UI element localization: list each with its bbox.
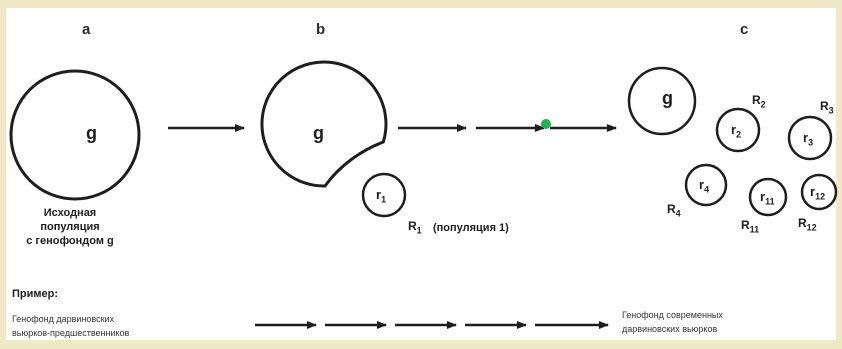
panel-label-b: b <box>316 21 326 38</box>
example-right-line-1: Генофонд современных <box>622 310 723 320</box>
gene-pool-label-a: g <box>86 123 97 143</box>
gene-pool-g-circle <box>627 66 697 136</box>
example-left-text: Генофонд дарвиновских вьюрков-предшестве… <box>12 312 129 340</box>
population-1-outer-label: R1 <box>408 219 422 236</box>
gene-pool-label-b: g <box>313 123 324 143</box>
subpopulation-circle-r12 <box>800 173 838 211</box>
subpopulation-outer-label-R11: R11 <box>741 218 760 235</box>
example-right-text: Генофонд современных дарвиновских вьюрко… <box>622 308 723 336</box>
subpopulation-outer-label-R4: R4 <box>667 202 681 219</box>
panel-label-a: a <box>82 21 91 38</box>
subpopulation-circle-r3 <box>787 115 833 161</box>
subpopulation-outer-label-R3: R3 <box>820 99 834 116</box>
original-population-circle <box>9 69 141 201</box>
example-title: Пример: <box>12 288 59 300</box>
subpopulation-circle-r4 <box>684 163 728 207</box>
subpopulation-inner-label-r2: r2 <box>731 122 742 140</box>
original-population-caption: Исходная популяция с генофондом g <box>10 206 130 248</box>
example-left-line-1: Генофонд дарвиновских <box>12 314 115 324</box>
diagram-panel <box>6 8 836 340</box>
population-b-shape <box>260 60 388 188</box>
subpopulation-inner-label-r4: r4 <box>699 177 710 195</box>
example-right-line-2: дарвиновских вьюрков <box>622 324 718 334</box>
subpopulation-outer-label-R12: R12 <box>798 216 817 233</box>
subpopulation-inner-label-r12: r12 <box>810 184 826 202</box>
gene-pool-label-c: g <box>662 88 673 108</box>
population-1-caption: (популяция 1) <box>433 222 509 234</box>
population-1-circle <box>361 172 407 218</box>
caption-line-3: с генофондом g <box>26 235 114 247</box>
example-left-line-2: вьюрков-предшественников <box>12 328 130 338</box>
subpopulation-inner-label-r3: r3 <box>803 130 814 148</box>
green-marker-dot <box>541 119 551 129</box>
population-1-inner-label: r1 <box>376 187 387 205</box>
subpopulation-inner-label-r11: r11 <box>760 189 775 207</box>
subpopulation-outer-label-R2: R2 <box>752 93 766 110</box>
subpopulation-circle-r11 <box>748 177 788 217</box>
panel-label-c: c <box>740 21 749 38</box>
subpopulation-circle-r2 <box>715 107 761 153</box>
caption-line-1: Исходная <box>43 207 97 219</box>
caption-line-2: популяция <box>40 221 100 233</box>
